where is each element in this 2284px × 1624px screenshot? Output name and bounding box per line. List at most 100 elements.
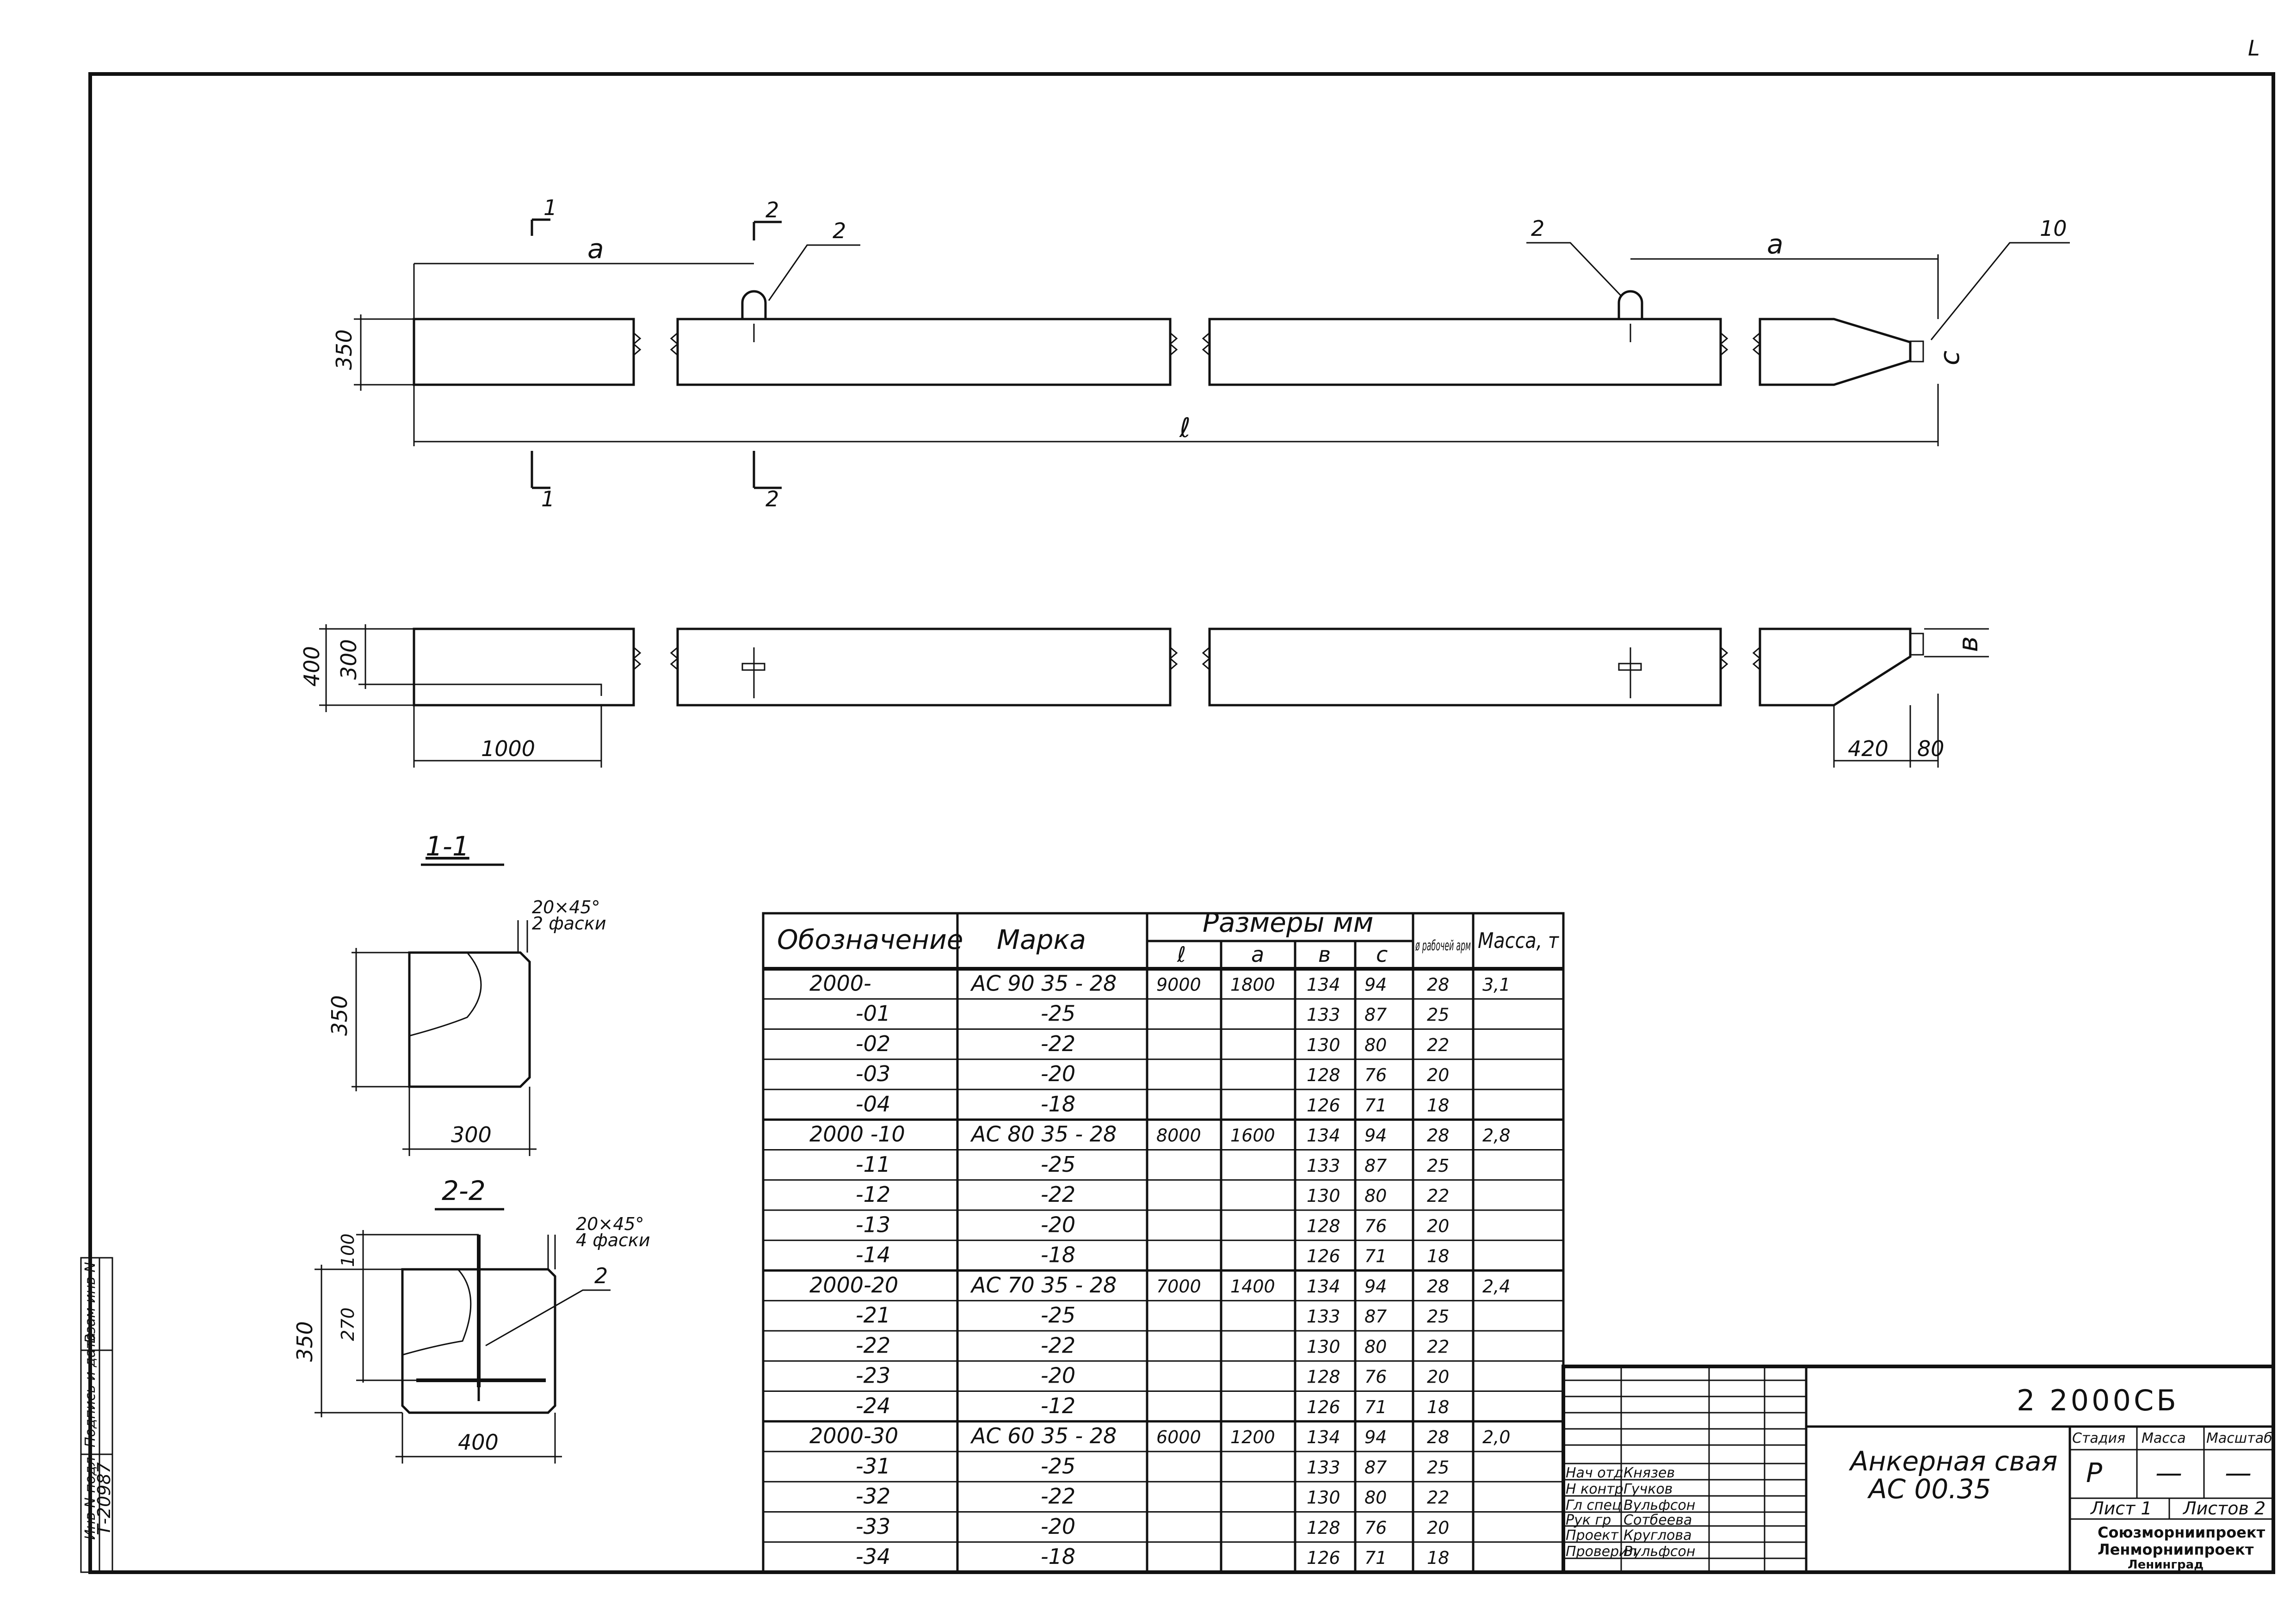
mass-value: —: [2155, 1457, 2182, 1489]
sheets-label: Листов 2: [2182, 1498, 2265, 1519]
cell-designation: -01: [856, 1001, 890, 1026]
dim-b: в: [1952, 636, 1984, 652]
cell-mark: -25: [1041, 1453, 1075, 1478]
cell-rebar: 22: [1427, 1035, 1449, 1055]
cell-b: 128: [1307, 1518, 1340, 1538]
cell-mark: АС 60 35 - 28: [970, 1423, 1117, 1448]
title-line2: АС 00.35: [1867, 1473, 1991, 1505]
cell-designation: -14: [856, 1243, 890, 1267]
cell-l: 9000: [1156, 974, 1201, 995]
cell-rebar: 18: [1427, 1095, 1449, 1115]
sheet-frame: [88, 72, 2275, 1574]
pile-plan-view: 400 300 1000 420 80 в: [299, 624, 1989, 768]
cell-b: 130: [1307, 1488, 1340, 1508]
role-name: Круглова: [1623, 1527, 1691, 1544]
cell-mass: 3,1: [1482, 974, 1510, 995]
cell-rebar: 25: [1427, 1457, 1449, 1477]
scale-label: Масштаб: [2206, 1430, 2272, 1446]
cell-rebar: 18: [1427, 1246, 1449, 1267]
mass-label: Масса: [2142, 1430, 2186, 1446]
org-line1: Союзморниипроект: [2098, 1524, 2265, 1541]
role-name: Сотбеева: [1623, 1512, 1692, 1528]
dim-420: 420: [1848, 736, 1889, 761]
cell-rebar: 28: [1427, 1427, 1449, 1447]
dim-l: ℓ: [1179, 412, 1191, 443]
cell-rebar: 28: [1427, 1276, 1449, 1297]
role-name: Гучков: [1623, 1481, 1673, 1497]
pile-elevation-view: a a ℓ 350 c 1 1 2 2 2 2 10: [332, 195, 2070, 511]
th-dimensions: Размеры мм: [1203, 907, 1373, 938]
sheet-label: Лист 1: [2090, 1498, 2152, 1519]
org-line3: Ленинград: [2128, 1558, 2204, 1572]
scale-value: —: [2225, 1457, 2252, 1489]
callout-2-right: 2: [1531, 216, 1544, 241]
cell-c: 94: [1364, 1126, 1387, 1146]
cell-designation: -32: [856, 1484, 890, 1509]
dim-400-plan: 400: [299, 646, 324, 687]
th-designation: Обозначение: [777, 924, 963, 955]
section-2-2-dim-270: 270: [338, 1307, 358, 1341]
cell-rebar: 18: [1427, 1397, 1449, 1417]
cell-mark: -25: [1041, 1303, 1075, 1328]
cell-rebar: 20: [1427, 1216, 1449, 1236]
stamp-inv-value: Т-20987: [94, 1462, 114, 1535]
cell-b: 134: [1307, 1427, 1340, 1447]
cell-rebar: 20: [1427, 1367, 1449, 1387]
cut-2-bottom: 2: [765, 486, 779, 511]
cell-rebar: 18: [1427, 1548, 1449, 1568]
cell-b: 133: [1307, 1005, 1340, 1025]
section-1-1-title: 1-1: [426, 830, 469, 862]
cell-b: 126: [1307, 1246, 1340, 1267]
section-1-1-chamfer-dim: 20×45°: [532, 897, 600, 917]
section-2-2: 2-2 2 20×45° 4 фаски 350 100 270 400: [292, 1175, 650, 1464]
cut-2-top: 2: [765, 197, 779, 222]
cell-c: 80: [1364, 1488, 1387, 1508]
cell-designation: 2000-: [809, 971, 871, 996]
title-block-grid-rows: [1563, 1379, 1806, 1559]
cut-1-bottom: 1: [541, 486, 555, 511]
th-c: c: [1376, 942, 1388, 967]
cell-rebar: 25: [1427, 1005, 1449, 1025]
cell-a: 1400: [1230, 1276, 1275, 1297]
section-1-1-height: 350: [327, 995, 352, 1036]
cell-c: 71: [1364, 1548, 1387, 1568]
callout-2-left: 2: [833, 218, 846, 243]
cell-c: 87: [1364, 1457, 1387, 1477]
dim-a-right: a: [1767, 228, 1784, 260]
callout-10: 10: [2040, 216, 2067, 241]
cell-rebar: 25: [1427, 1306, 1449, 1327]
stamp-replace-label: Взам инв N: [82, 1262, 99, 1343]
doc-code: 2 2000СБ: [2017, 1384, 2179, 1417]
cell-c: 94: [1364, 1276, 1387, 1297]
th-b: в: [1318, 942, 1331, 967]
cell-b: 133: [1307, 1306, 1340, 1327]
cell-c: 76: [1364, 1216, 1387, 1236]
th-mass: Масса, т: [1478, 928, 1559, 953]
cell-b: 128: [1307, 1367, 1340, 1387]
spec-table: Обозначение Марка Размеры мм ℓ a в c ø р…: [762, 907, 1565, 1574]
dim-80: 80: [1917, 736, 1944, 761]
cell-designation: -22: [856, 1333, 890, 1358]
stamp-inv-label: Инв N подл: [82, 1457, 99, 1540]
dim-350-elevation: 350: [332, 329, 357, 370]
dim-a-left: a: [587, 233, 604, 265]
side-stamp: Взам инв N Подпись и дата Инв N подл Т-2…: [80, 1257, 114, 1573]
cell-b: 130: [1307, 1186, 1340, 1206]
cell-rebar: 20: [1427, 1518, 1449, 1538]
cell-designation: -03: [856, 1061, 890, 1086]
corner-mark: L: [2248, 36, 2260, 61]
lifting-loop-left: [741, 290, 767, 319]
cell-b: 133: [1307, 1156, 1340, 1176]
cell-c: 80: [1364, 1186, 1387, 1206]
role-label: Проект: [1566, 1527, 1619, 1544]
section-2-2-width: 400: [458, 1430, 499, 1455]
section-2-2-callout: 2: [594, 1263, 608, 1288]
dim-c: c: [1934, 351, 1965, 365]
role-label: Рук гр: [1566, 1512, 1611, 1528]
stage-label: Стадия: [2072, 1430, 2125, 1446]
cell-c: 80: [1364, 1336, 1387, 1357]
